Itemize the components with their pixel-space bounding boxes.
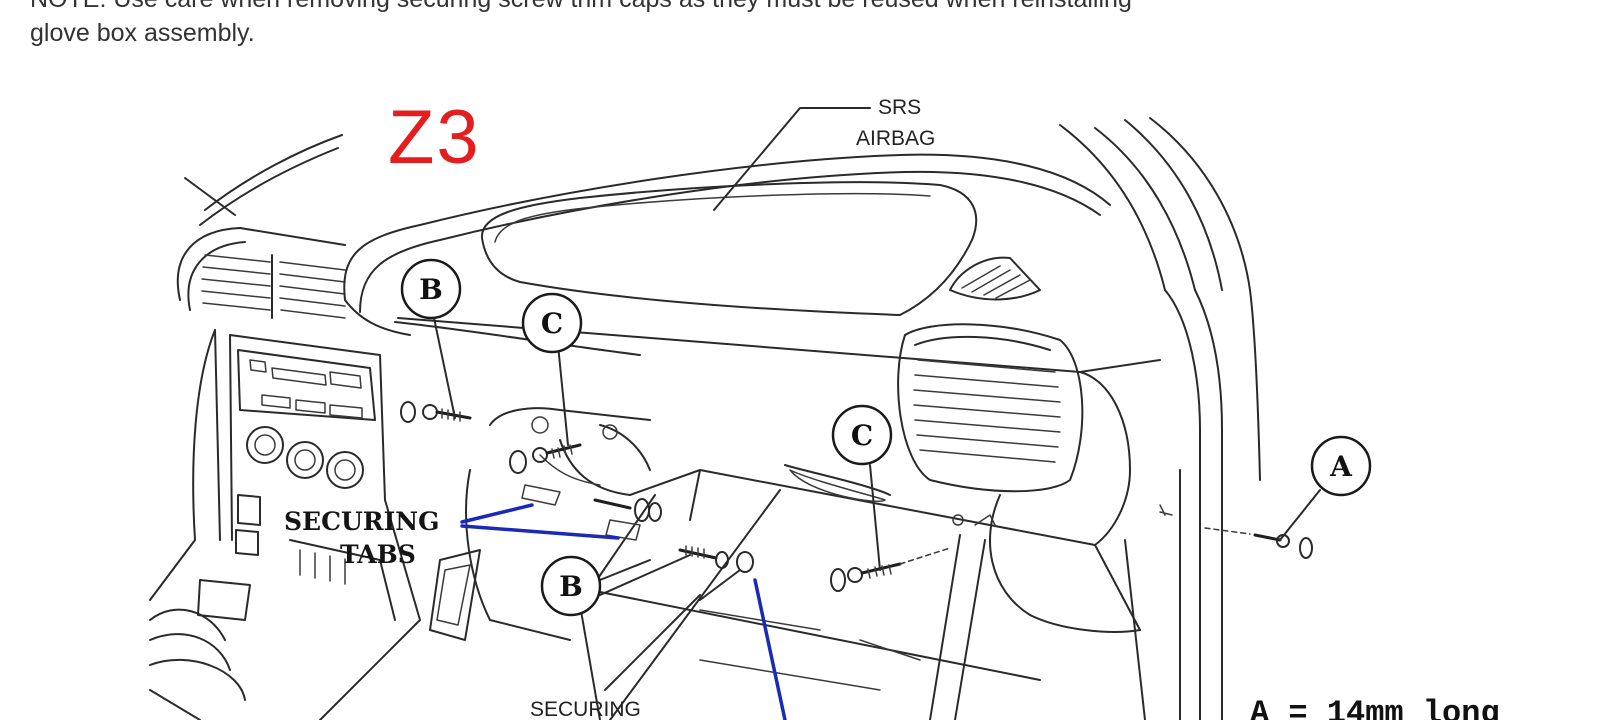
screw-c-lower <box>830 547 951 592</box>
srs-label-line-2: AIRBAG <box>856 127 935 150</box>
left-vent-louvres <box>201 254 346 319</box>
callout-b-lower: B <box>540 555 602 617</box>
callout-a-leader <box>1279 489 1321 541</box>
model-label: Z3 <box>388 95 481 180</box>
note-line-1: NOTE: Use care when removing securing sc… <box>30 0 1570 16</box>
callout-b-upper: B <box>400 258 462 320</box>
legend-text: A = 14mm long <box>1250 695 1500 720</box>
srs-airbag-leader <box>713 107 871 211</box>
arrow-securing-tab-2 <box>460 524 620 540</box>
screw-b-lower <box>678 545 754 573</box>
callout-b-lower-leader <box>599 554 691 596</box>
securing-tabs-label-line-1: SECURING <box>284 507 439 536</box>
callout-letter: B <box>559 570 583 603</box>
callout-letter: B <box>419 273 443 306</box>
fasteners <box>400 401 1313 592</box>
callout-c-lower-leader <box>869 464 881 571</box>
arrow-securing-bottom <box>753 578 787 720</box>
screw-c-upper <box>509 443 582 474</box>
srs-label-line-1: SRS <box>878 96 921 119</box>
callout-letter: C <box>541 307 563 340</box>
note-text: NOTE: Use care when removing securing sc… <box>30 0 1570 50</box>
callout-letter: A <box>1329 450 1353 483</box>
note-line-2: glove box assembly. <box>30 19 255 47</box>
securing-bottom-leader-a <box>699 569 741 601</box>
callout-c-upper: C <box>521 292 583 354</box>
callout-a: A <box>1310 435 1372 497</box>
right-vent-louvres <box>913 359 1061 463</box>
leader-lines <box>433 107 1321 691</box>
screw-b-upper <box>400 401 472 423</box>
securing-tabs-label-line-2: TABS <box>340 540 416 569</box>
securing-bottom-label: SECURING <box>530 698 641 720</box>
blue-arrows <box>460 503 787 720</box>
callout-b-upper-leader <box>433 317 456 419</box>
dashboard-linework <box>149 117 1261 720</box>
callout-c-upper-leader <box>557 344 569 446</box>
callout-letter: C <box>851 419 873 452</box>
arrow-securing-tab-1 <box>460 503 534 524</box>
securing-bottom-leader-b <box>604 594 701 691</box>
callout-c-lower: C <box>831 404 893 466</box>
screw-b-middle <box>593 498 662 522</box>
